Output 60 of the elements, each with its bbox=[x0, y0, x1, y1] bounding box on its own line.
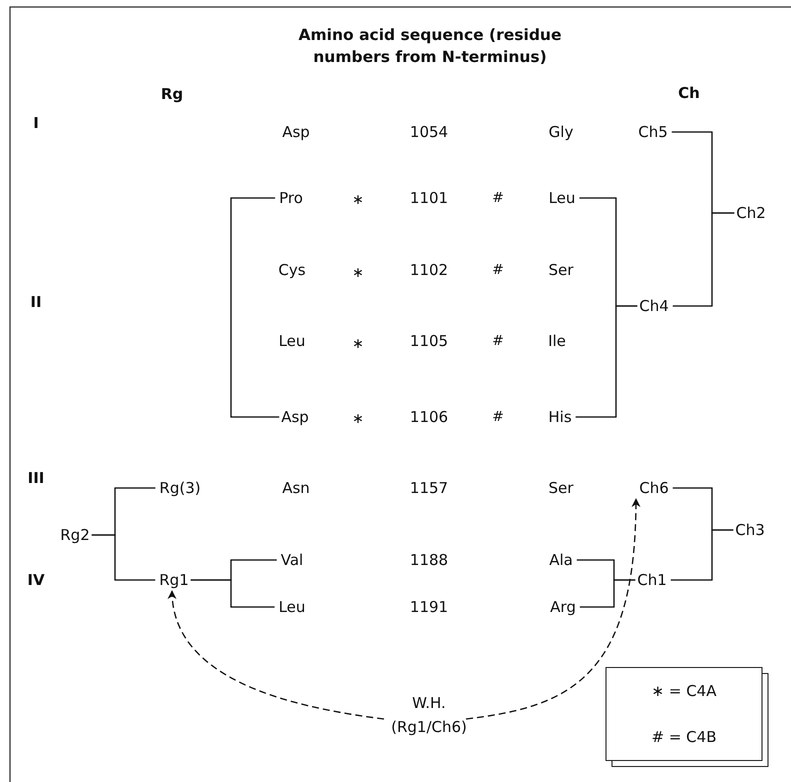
residue-number: 1157 bbox=[410, 479, 448, 497]
bracket-line bbox=[230, 197, 280, 418]
residue-label: Val bbox=[280, 551, 304, 569]
bracket-line bbox=[92, 534, 156, 581]
residue-number: 1106 bbox=[410, 408, 448, 426]
group-numeral: I bbox=[33, 114, 39, 132]
residue-label: Ser bbox=[548, 479, 574, 497]
symbol-mark: ∗ bbox=[352, 264, 364, 282]
symbol-mark: ∗ bbox=[352, 335, 364, 353]
clade-label: Rg1 bbox=[159, 571, 189, 589]
residue-label: Asn bbox=[282, 479, 310, 497]
column-heading: Ch bbox=[678, 84, 700, 102]
clade-label: Ch1 bbox=[637, 571, 667, 589]
diagram-title: Amino acid sequence (residue numbers from N-terminus) bbox=[298, 25, 562, 68]
residue-label: Leu bbox=[278, 332, 306, 350]
group-numeral: II bbox=[30, 293, 42, 311]
residue-label: Cys bbox=[278, 261, 306, 279]
dashed-arrow bbox=[466, 498, 640, 720]
group-numeral: IV bbox=[27, 571, 45, 589]
residue-label: His bbox=[548, 408, 572, 426]
residue-label: Asp bbox=[282, 123, 310, 141]
clade-label: Ch4 bbox=[639, 297, 669, 315]
symbol-mark: ∗ bbox=[352, 191, 364, 209]
residue-label: Arg bbox=[550, 598, 576, 616]
symbol-mark: # bbox=[492, 189, 504, 207]
bracket-line bbox=[670, 529, 734, 581]
residue-label: Gly bbox=[548, 123, 574, 141]
residue-number: 1102 bbox=[410, 261, 448, 279]
bracket-line bbox=[672, 212, 734, 307]
residue-number: 1188 bbox=[410, 551, 448, 569]
symbol-mark: # bbox=[492, 408, 504, 426]
clade-label: Ch3 bbox=[735, 521, 765, 539]
bracket-line bbox=[580, 579, 636, 608]
clade-label: Ch2 bbox=[736, 204, 766, 222]
residue-number: 1101 bbox=[410, 189, 448, 207]
residue-label: Pro bbox=[279, 189, 303, 207]
clade-label: Ch6 bbox=[639, 479, 669, 497]
symbol-mark: # bbox=[492, 261, 504, 279]
residue-number: 1105 bbox=[410, 332, 448, 350]
residue-label: Ala bbox=[549, 551, 573, 569]
clade-label: Rg2 bbox=[60, 526, 90, 544]
clade-label: Ch5 bbox=[638, 123, 668, 141]
residue-label: Ser bbox=[548, 261, 574, 279]
column-heading: Rg bbox=[160, 85, 184, 103]
dashed-arrow bbox=[168, 590, 384, 720]
residue-label: Ile bbox=[548, 332, 566, 350]
residue-number: 1054 bbox=[410, 123, 448, 141]
group-numeral: III bbox=[28, 469, 44, 487]
clade-label: Rg(3) bbox=[159, 479, 201, 497]
residue-label: Leu bbox=[278, 598, 306, 616]
legend-entry: ∗ = C4A bbox=[652, 682, 716, 700]
residue-label: Asp bbox=[281, 408, 309, 426]
bracket-line bbox=[576, 305, 638, 418]
annotation-label: W.H. (Rg1/Ch6) bbox=[388, 691, 470, 739]
bracket-line bbox=[190, 579, 275, 608]
symbol-mark: # bbox=[492, 332, 504, 350]
legend-entry: # = C4B bbox=[652, 728, 716, 746]
residue-label: Leu bbox=[548, 189, 576, 207]
residue-number: 1191 bbox=[410, 598, 448, 616]
symbol-mark: ∗ bbox=[352, 410, 364, 428]
